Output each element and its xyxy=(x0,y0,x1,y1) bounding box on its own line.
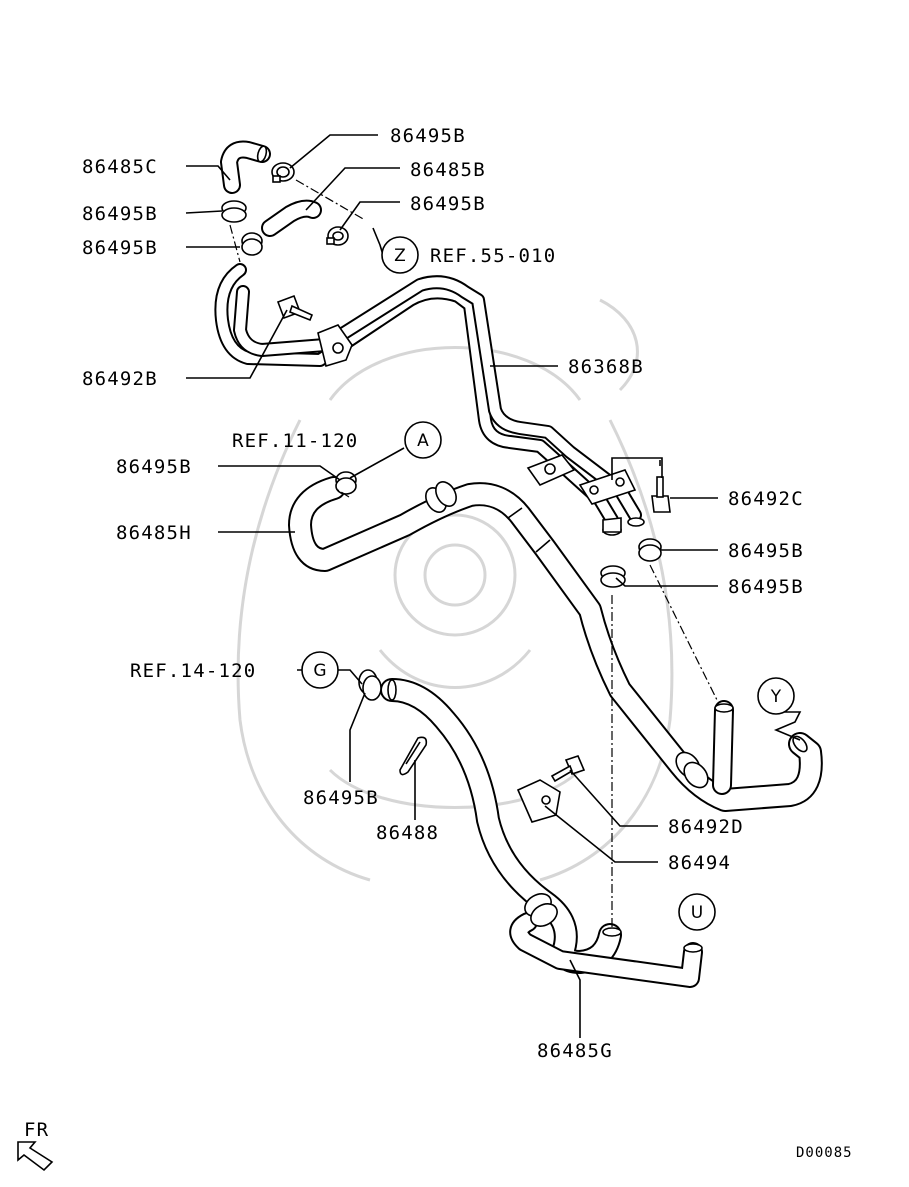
bolt-86492c-icon xyxy=(651,476,671,513)
label-ref-11-120: REF.11-120 xyxy=(232,430,358,452)
connector-a: A xyxy=(404,421,442,459)
clamp-icon xyxy=(600,565,626,588)
label-86495b: 86495B xyxy=(82,237,158,259)
label-86495b: 86495B xyxy=(116,456,192,478)
label-ref-55-010: REF.55-010 xyxy=(430,245,556,267)
bolt-86492b-icon xyxy=(276,294,314,322)
label-86495b: 86495B xyxy=(410,193,486,215)
label-86495b: 86495B xyxy=(303,787,379,809)
label-86492d: 86492D xyxy=(668,816,744,838)
front-direction-label: FR xyxy=(24,1119,49,1141)
connector-u-letter: U xyxy=(691,903,703,923)
hose-86485g xyxy=(380,678,703,988)
clamp-icon xyxy=(358,669,382,701)
hose-86485h xyxy=(288,476,823,812)
diagram-id: D00085 xyxy=(796,1145,853,1161)
front-direction-arrow: FR xyxy=(17,1119,54,1172)
clamp-icon xyxy=(241,232,263,256)
leader-lines xyxy=(185,134,802,1038)
clamp-icon xyxy=(335,471,357,495)
bracket-86494-icon xyxy=(516,779,561,823)
label-86495b: 86495B xyxy=(390,125,466,147)
bolt-86492d-icon xyxy=(550,755,586,783)
label-86492c: 86492C xyxy=(728,488,804,510)
label-86485g: 86485G xyxy=(537,1040,613,1062)
connector-a-letter: A xyxy=(417,431,429,451)
clamp-icon xyxy=(425,481,457,513)
dashed-center-lines xyxy=(229,179,719,928)
clamp-icon xyxy=(271,162,295,183)
clamp-icon xyxy=(675,751,709,789)
connector-g: G xyxy=(301,651,339,689)
connector-u: U xyxy=(678,893,716,931)
label-86488: 86488 xyxy=(376,822,439,844)
hose-86485b xyxy=(261,199,322,237)
hose-86485c xyxy=(220,140,271,194)
label-86485b: 86485B xyxy=(410,159,486,181)
clamp-icon xyxy=(221,200,247,223)
pipe-86368b xyxy=(214,263,645,536)
connector-z-letter: Z xyxy=(394,246,406,266)
clamp-icon xyxy=(638,538,662,562)
label-86495b: 86495B xyxy=(728,540,804,562)
label-86492b: 86492B xyxy=(82,368,158,390)
clamp-icon xyxy=(326,226,349,246)
connector-y-letter: Y xyxy=(770,687,782,707)
label-86495b: 86495B xyxy=(82,203,158,225)
label-86495b: 86495B xyxy=(728,576,804,598)
connector-z: Z xyxy=(381,236,419,274)
label-86485c: 86485C xyxy=(82,156,158,178)
watermark-emblem xyxy=(236,298,674,882)
label-86494: 86494 xyxy=(668,852,731,874)
clip-86488-icon xyxy=(399,736,428,776)
label-86485h: 86485H xyxy=(116,522,192,544)
connector-g-letter: G xyxy=(313,661,326,681)
label-ref-14-120: REF.14-120 xyxy=(130,660,256,682)
connector-y: Y xyxy=(757,677,795,715)
clamp-icon xyxy=(524,893,558,927)
label-86368b: 86368B xyxy=(568,356,644,378)
